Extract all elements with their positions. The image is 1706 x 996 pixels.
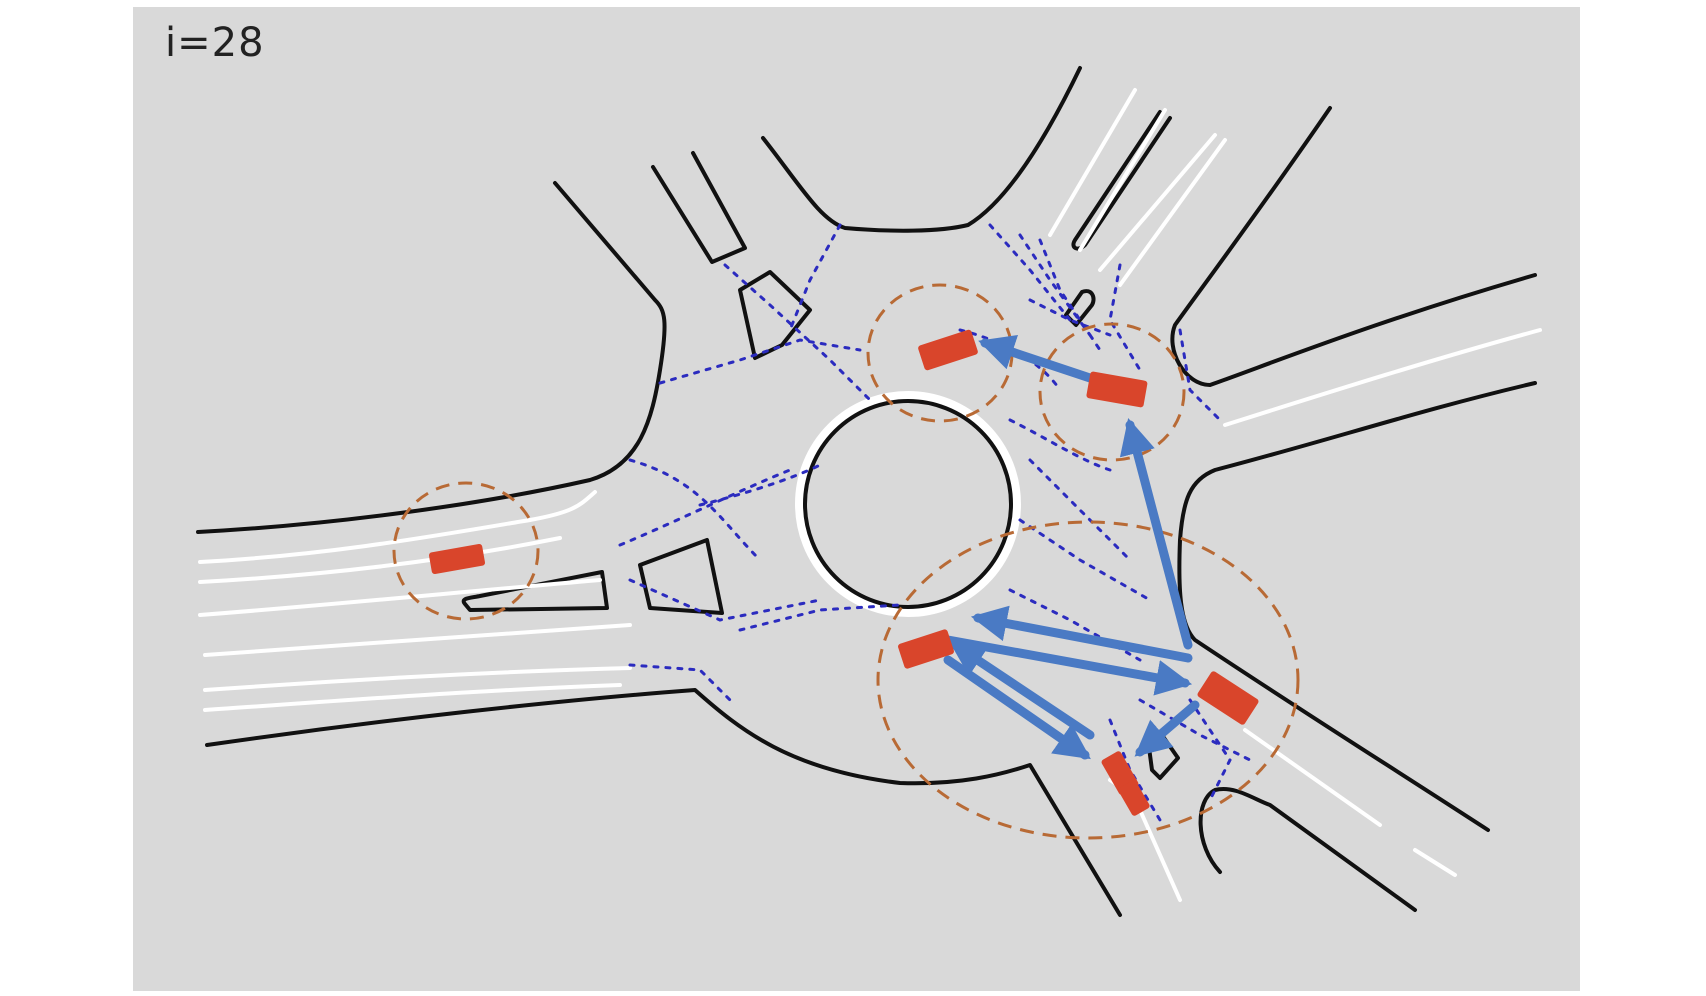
island-ne-small <box>1064 289 1096 327</box>
road-edge-east-top <box>1170 106 1537 387</box>
interaction-arrow <box>949 640 1095 740</box>
vehicle <box>1086 371 1148 408</box>
road-edge-se <box>1198 787 1417 912</box>
road-edge-east-mid <box>1177 381 1537 832</box>
vehicle <box>1118 780 1150 816</box>
interaction-arrow <box>943 655 1091 760</box>
interaction-arrow <box>978 335 1095 383</box>
vehicle <box>918 329 978 371</box>
road-edge-nw-spur-1 <box>651 151 747 264</box>
vehicle <box>898 629 954 669</box>
island-west-2 <box>638 538 724 615</box>
splitter-islands <box>461 270 1180 780</box>
interaction-arrows <box>943 335 1200 760</box>
vehicle <box>1197 671 1259 725</box>
neighborhood-circle <box>876 520 1300 840</box>
frame-index-label: i=28 <box>165 20 265 66</box>
vehicle <box>428 543 486 575</box>
neighborhood-circle <box>1038 322 1186 462</box>
interaction-arrow <box>970 605 1193 663</box>
interaction-arrow <box>1134 700 1200 757</box>
vehicles <box>428 329 1259 816</box>
central-island <box>795 391 1021 617</box>
interaction-arrow <box>1119 418 1193 650</box>
island-nw <box>738 270 812 360</box>
road-edge-west-upper <box>196 181 667 534</box>
island-west-1 <box>461 570 609 612</box>
road-edge-north <box>761 66 1082 233</box>
road-edge-west-lower <box>205 688 1122 917</box>
neighborhood-circle <box>392 481 540 621</box>
scene-panel <box>133 7 1580 991</box>
road-edges <box>196 66 1537 917</box>
lane-markings <box>198 88 1542 902</box>
